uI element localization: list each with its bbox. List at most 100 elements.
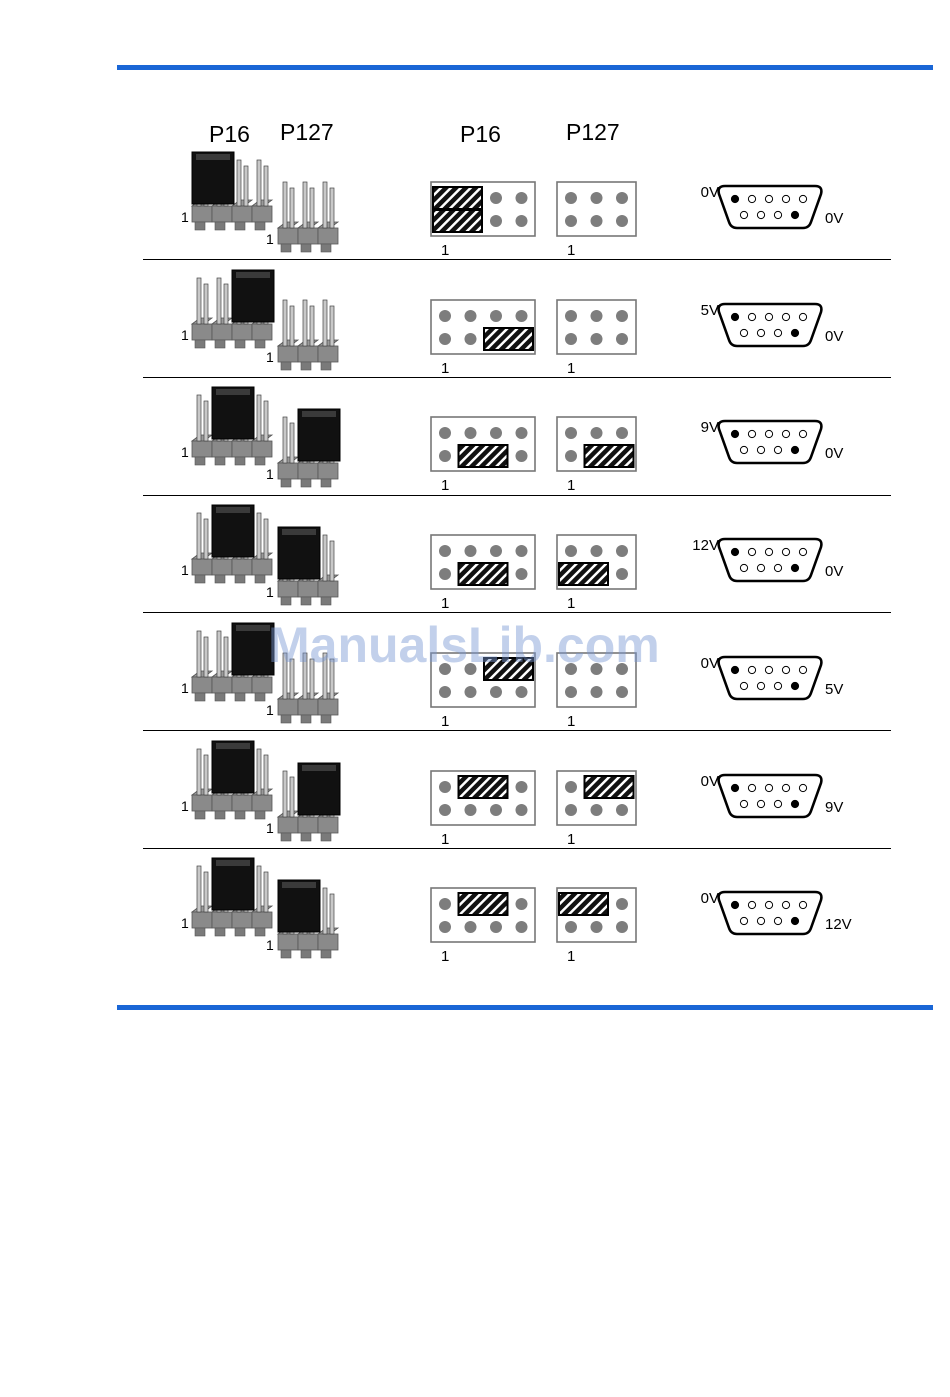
db9-connector-6: 0V 9V (701, 773, 844, 817)
photo-p16-header-1-pin (257, 160, 261, 206)
photo-p16-header-6-base (232, 795, 252, 811)
photo-p127-header-3-pin (283, 417, 287, 463)
diagram-p127-1-pin (591, 215, 603, 227)
diagram-p16-7-pin (465, 921, 477, 933)
photo-p16-header-5 (192, 623, 274, 701)
diagram-p127-2-pin (565, 310, 577, 322)
photo-p127-header-6-base-top (278, 811, 298, 817)
photo-p127-header-2-base-foot (301, 362, 311, 370)
photo-p127-header-2-base-top (278, 340, 298, 346)
photo-p127-header-1-base-top (298, 222, 318, 228)
photo-p16-header-7-base-foot (195, 928, 205, 936)
db9-connector-2-pin (757, 329, 764, 336)
photo-p16-header-2-base (212, 324, 232, 340)
photo-p127-header-3-base (318, 463, 338, 479)
photo-p127-header-5-base (298, 699, 318, 715)
photo-p16-header-4 (192, 505, 272, 583)
photo-p16-header-3 (192, 387, 272, 465)
photo-p16-header-4-base-foot (235, 575, 245, 583)
photo-p16-header-1-pin (244, 166, 248, 206)
photo-p127-header-1 (278, 182, 338, 252)
photo-p16-pin-one-label: 1 (181, 915, 189, 931)
db9-connector-5-pin (765, 666, 772, 673)
diagram-p16-1-pin (490, 192, 502, 204)
photo-p16-header-4-pin (257, 513, 261, 559)
diagram-p16-1-pin (490, 215, 502, 227)
db9-connector-5-pin (791, 682, 798, 689)
diagram-p127-1-pin (591, 192, 603, 204)
db9-connector-6-pin (774, 800, 781, 807)
diagram-p127-6-pin (616, 804, 628, 816)
photo-p127-header-7-base-foot (321, 950, 331, 958)
db9-connector-6-pin9-voltage: 9V (825, 799, 843, 816)
photo-p127-header-3-base (278, 463, 298, 479)
db9-connector-6-pin1-voltage: 0V (701, 773, 719, 790)
diagram-p16-3-pin (516, 450, 528, 462)
setting-row: 11115V0V (0, 260, 950, 380)
db9-connector-2-pin (782, 313, 789, 320)
diagram-p127-5-pin (565, 663, 577, 675)
photo-p16-header-4-base (192, 559, 212, 575)
photo-p127-header-1-base-foot (301, 244, 311, 252)
diagram-p127-5-header-outline (557, 653, 636, 707)
diagram-p127-4-pin (591, 545, 603, 557)
photo-p16-header-3-base (232, 441, 252, 457)
diagram-p127-2-pin (616, 333, 628, 345)
db9-connector-3-pin (791, 447, 798, 454)
diagram-p16-2-pin (465, 333, 477, 345)
diagram-p16-7-pin (490, 921, 502, 933)
photo-p16-header-6-base-top (252, 789, 272, 795)
photo-p127-header-5-base-foot (281, 715, 291, 723)
photo-p16-header-5-base-foot (215, 693, 225, 701)
diagram-p16-6-pin (439, 804, 451, 816)
photo-p127-header-1-base (318, 228, 338, 244)
photo-p127-header-5-pin (290, 659, 294, 699)
photo-p16-header-1-base-top (232, 200, 252, 206)
photo-p127-header-4 (278, 527, 338, 605)
photo-p16-header-7-base-top (192, 906, 212, 912)
diagram-p16-3-pin (439, 427, 451, 439)
diagram-p16-3-jumper-cap (459, 445, 508, 467)
diagram-p16-4-pin (465, 545, 477, 557)
photo-p127-header-1-base-foot (321, 244, 331, 252)
photo-p127-header-2-base-foot (281, 362, 291, 370)
bottom-blue-rule (117, 1005, 933, 1010)
photo-p16-header-7-pin (197, 866, 201, 912)
photo-p127-header-6-base-foot (301, 833, 311, 841)
db9-connector-6-pin (791, 800, 798, 807)
diagram-p16-1-pin-one-label: 1 (441, 242, 449, 259)
photo-p127-header-7 (278, 880, 338, 958)
photo-p16-header-4-base (252, 559, 272, 575)
db9-connector-2-pin (748, 313, 755, 320)
db9-connector-3-pin (731, 431, 738, 438)
db9-connector-1-pin (740, 211, 747, 218)
photo-p16-header-4-base-top (192, 553, 212, 559)
db9-connector-2-pin9-voltage: 0V (825, 328, 843, 345)
diagram-p16-4-pin (516, 545, 528, 557)
diagram-p16-6-pin (516, 804, 528, 816)
db9-connector-3-pin (774, 447, 781, 454)
photo-p127-header-6-pin (290, 777, 294, 817)
photo-p16-header-4-base-top (252, 553, 272, 559)
diagram-p16-2-pin (439, 333, 451, 345)
diagram-p127-7-pin (591, 921, 603, 933)
db9-connector-2-shell (719, 304, 822, 346)
photo-p16-header-3-pin (264, 401, 268, 441)
diagram-p127-5-pin (591, 663, 603, 675)
db9-connector-7-pin (774, 918, 781, 925)
db9-connector-6-pin (748, 784, 755, 791)
db9-connector-4-shell (719, 539, 822, 581)
photo-p127-header-5-pin (330, 659, 334, 699)
photo-p16-header-2-base (252, 324, 272, 340)
db9-connector-1-pin (799, 195, 806, 202)
photo-p127-header-2-base (278, 346, 298, 362)
photo-p16-header-5-pin (204, 637, 208, 677)
photo-p127-pin-one-label: 1 (266, 584, 274, 600)
diagram-p127-5-pin (591, 686, 603, 698)
db9-connector-1-pin (791, 211, 798, 218)
db9-connector-7-pin (740, 918, 747, 925)
photo-p16-pin-one-label: 1 (181, 327, 189, 343)
diagram-p127-4-jumper-cap (559, 563, 608, 585)
photo-p127-header-7-base-foot (301, 950, 311, 958)
photo-p16-header-5-base-top (212, 671, 232, 677)
